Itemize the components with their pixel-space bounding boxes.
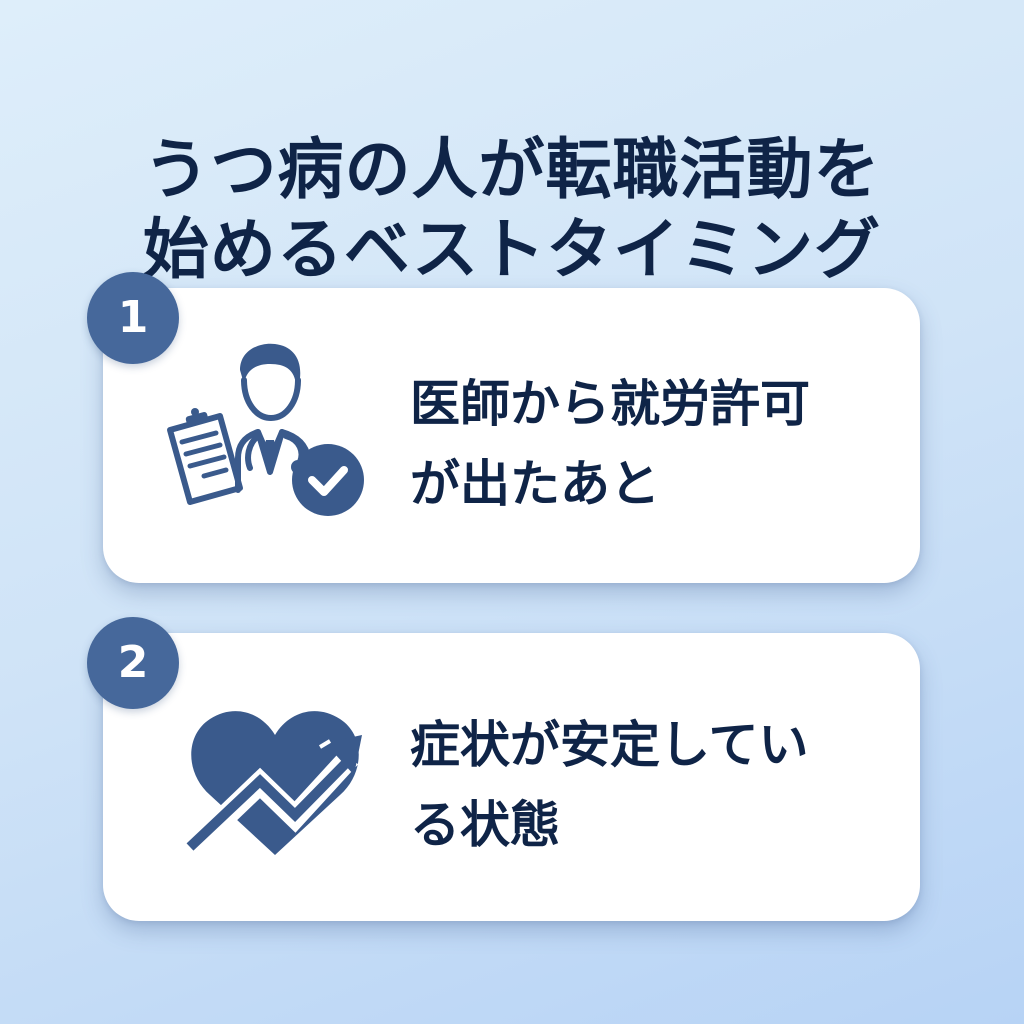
step-badge-1: 1 [87, 272, 179, 364]
title-line-1: うつ病の人が転職活動を [143, 131, 881, 209]
doctor-approval-icon [160, 340, 370, 520]
timing-text-2-line-1: 症状が安定してい [410, 716, 809, 774]
timing-text-1-line-2: が出たあと [410, 455, 660, 513]
page-title: うつ病の人が転職活動を 始めるベストタイミング [0, 130, 1024, 290]
heart-trend-up-icon [180, 695, 370, 865]
timing-card-1 [103, 288, 920, 583]
timing-text-2-line-2: る状態 [410, 796, 560, 854]
timing-text-2: 症状が安定してい る状態 [410, 705, 809, 865]
timing-text-1: 医師から就労許可 が出たあと [410, 364, 810, 524]
title-line-2: 始めるベストタイミング [142, 211, 882, 289]
step-badge-2: 2 [87, 617, 179, 709]
timing-text-1-line-1: 医師から就労許可 [410, 375, 810, 433]
